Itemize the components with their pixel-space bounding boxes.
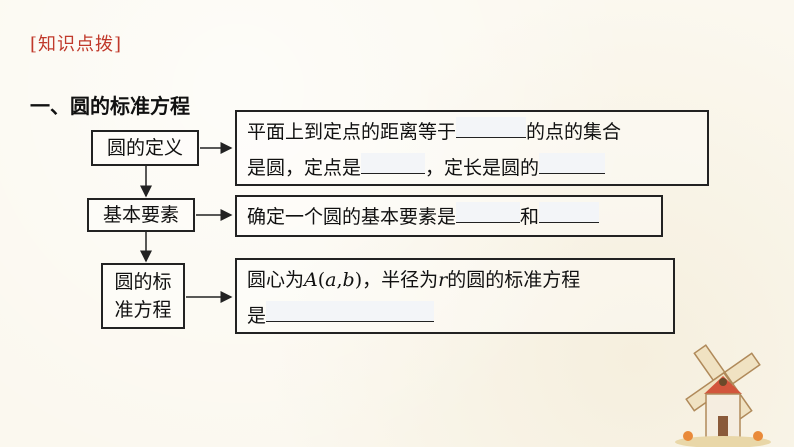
blank-element-2: [539, 202, 600, 223]
flower-icon: [753, 431, 763, 441]
windmill-ground: [675, 436, 771, 447]
definition-line-1: 平面上到定点的距离等于的点的集合: [247, 114, 697, 150]
equation-label-line1: 圆的标: [114, 271, 172, 293]
definition-label: 圆的定义: [106, 137, 183, 159]
elements-label: 基本要素: [102, 204, 179, 226]
section-tag: [知识点拨]: [30, 34, 123, 55]
equation-label-line2: 准方程: [114, 299, 172, 321]
definition-line-2: 是圆，定点是，定长是圆的: [247, 150, 697, 186]
blank-element-1: [456, 202, 521, 223]
blank-equation: [266, 301, 435, 322]
equation-line-2: 是: [247, 298, 663, 334]
blank-radius: [539, 153, 606, 174]
flower-icon: [683, 431, 693, 441]
blank-center: [361, 153, 426, 174]
windmill-door: [718, 416, 728, 440]
section-title: 一、圆的标准方程: [30, 94, 190, 118]
blank-distance: [456, 117, 527, 138]
windmill-hub: [719, 378, 727, 386]
elements-content-box: 确定一个圆的基本要素是和: [235, 195, 663, 237]
elements-label-box: 基本要素: [87, 198, 195, 232]
equation-line-1: 圆心为A(a,b)，半径为r的圆的标准方程: [247, 269, 581, 291]
definition-label-box: 圆的定义: [91, 130, 199, 166]
definition-content-box: 平面上到定点的距离等于的点的集合 是圆，定点是，定长是圆的: [235, 110, 709, 186]
windmill-illustration: [675, 344, 771, 447]
equation-label-box: 圆的标 准方程: [101, 263, 185, 329]
equation-content-box: 圆心为A(a,b)，半径为r的圆的标准方程 是: [235, 258, 675, 334]
